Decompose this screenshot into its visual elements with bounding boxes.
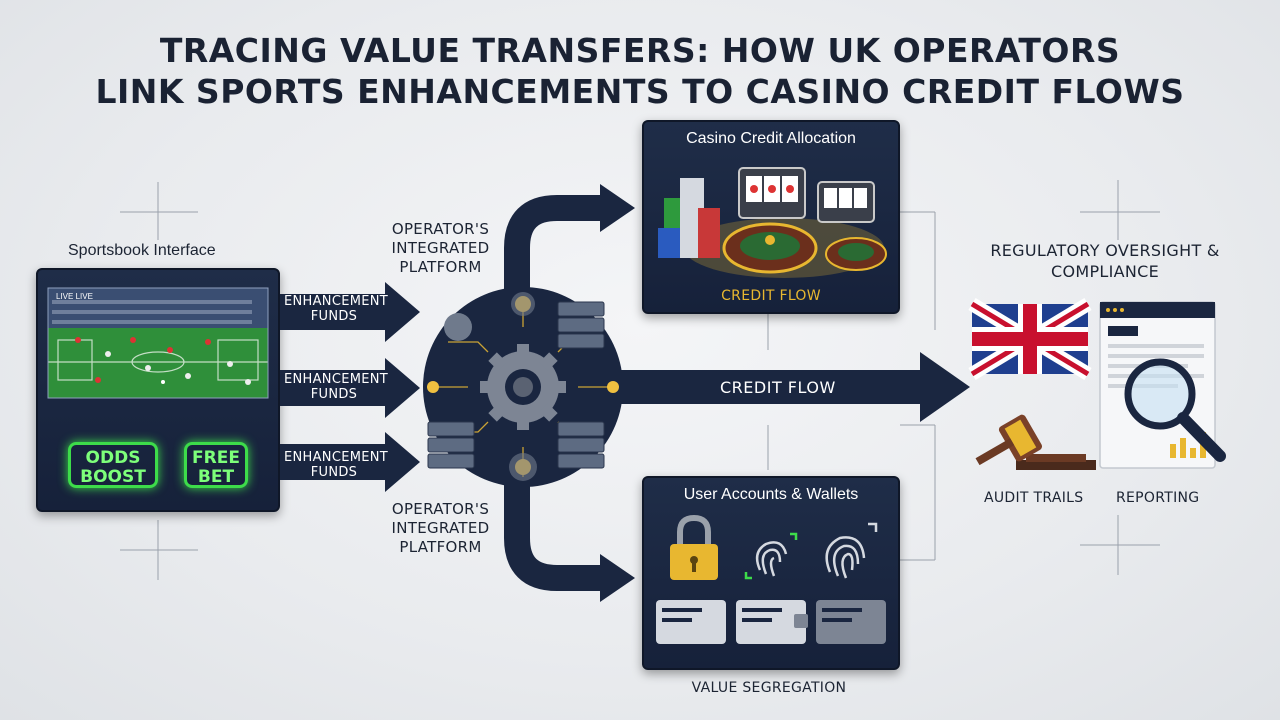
reporting-label: REPORTING [1116,490,1200,506]
slot-machine-icon [738,167,875,223]
arrow-to-accounts [600,554,635,602]
title-line-2: LINK SPORTS ENHANCEMENTS TO CASINO CREDI… [95,72,1185,111]
enhancement-arrow-1 [280,282,420,342]
football-pitch-image [47,287,269,399]
enhancement-label-2: ENHANCEMENT FUNDS [284,372,389,402]
branch-arrows [504,184,635,602]
small-gear-icons [444,292,537,481]
audit-trails-label: AUDIT TRAILS [984,490,1084,506]
casino-heading: Casino Credit Allocation [686,130,856,147]
value-segregation-label: VALUE SEGREGATION [691,680,847,696]
casino-credit-flow-label: CREDIT FLOW [721,288,821,304]
odds-boost-button[interactable]: ODDS BOOST [68,442,158,488]
enhancement-arrow-3 [280,432,420,492]
free-bet-button[interactable]: FREE BET [184,442,248,488]
enhancement-label-3: ENHANCEMENT FUNDS [284,450,389,480]
enhancement-label-1: ENHANCEMENT FUNDS [284,294,389,324]
uk-flag-icon [968,298,1092,380]
gavel-icon [975,414,1096,470]
fingerprint-icon [744,522,878,580]
credit-flow-label: CREDIT FLOW [720,378,836,397]
chips-icon [658,178,720,258]
magnifier-icon [1124,358,1226,462]
casino-illustration [658,167,887,278]
arrow-to-casino [600,184,635,232]
platform-label-top: OPERATOR'S INTEGRATED PLATFORM [391,220,490,276]
sportsbook-heading: Sportsbook Interface [68,242,216,259]
accounts-illustration [656,514,886,644]
enhancement-arrow-2 [280,358,420,418]
accounts-panel: User Accounts & Wallets [642,476,900,670]
enhancement-arrows [280,282,420,492]
credit-flow-arrow [620,352,970,422]
page-title: TRACING VALUE TRANSFERS: HOW UK OPERATOR… [0,30,1280,112]
wallet-card-icon [656,600,886,644]
padlock-icon [670,514,718,580]
gear-icon [480,344,566,430]
regulatory-heading: REGULATORY OVERSIGHT & COMPLIANCE [990,241,1220,281]
roulette-icon [722,222,887,274]
live-tag: LIVE LIVE [56,292,93,301]
title-line-1: TRACING VALUE TRANSFERS: HOW UK OPERATOR… [159,31,1121,70]
casino-panel: Casino Credit Allocation CREDIT FLOW [642,120,900,314]
sportsbook-panel: LIVE LIVE ODDS BOOST FREE BET [36,268,280,512]
accounts-heading: User Accounts & Wallets [683,486,859,503]
platform-label-bottom: OPERATOR'S INTEGRATED PLATFORM [391,500,490,556]
integrated-platform-hub [423,287,623,487]
server-icon [427,301,605,469]
